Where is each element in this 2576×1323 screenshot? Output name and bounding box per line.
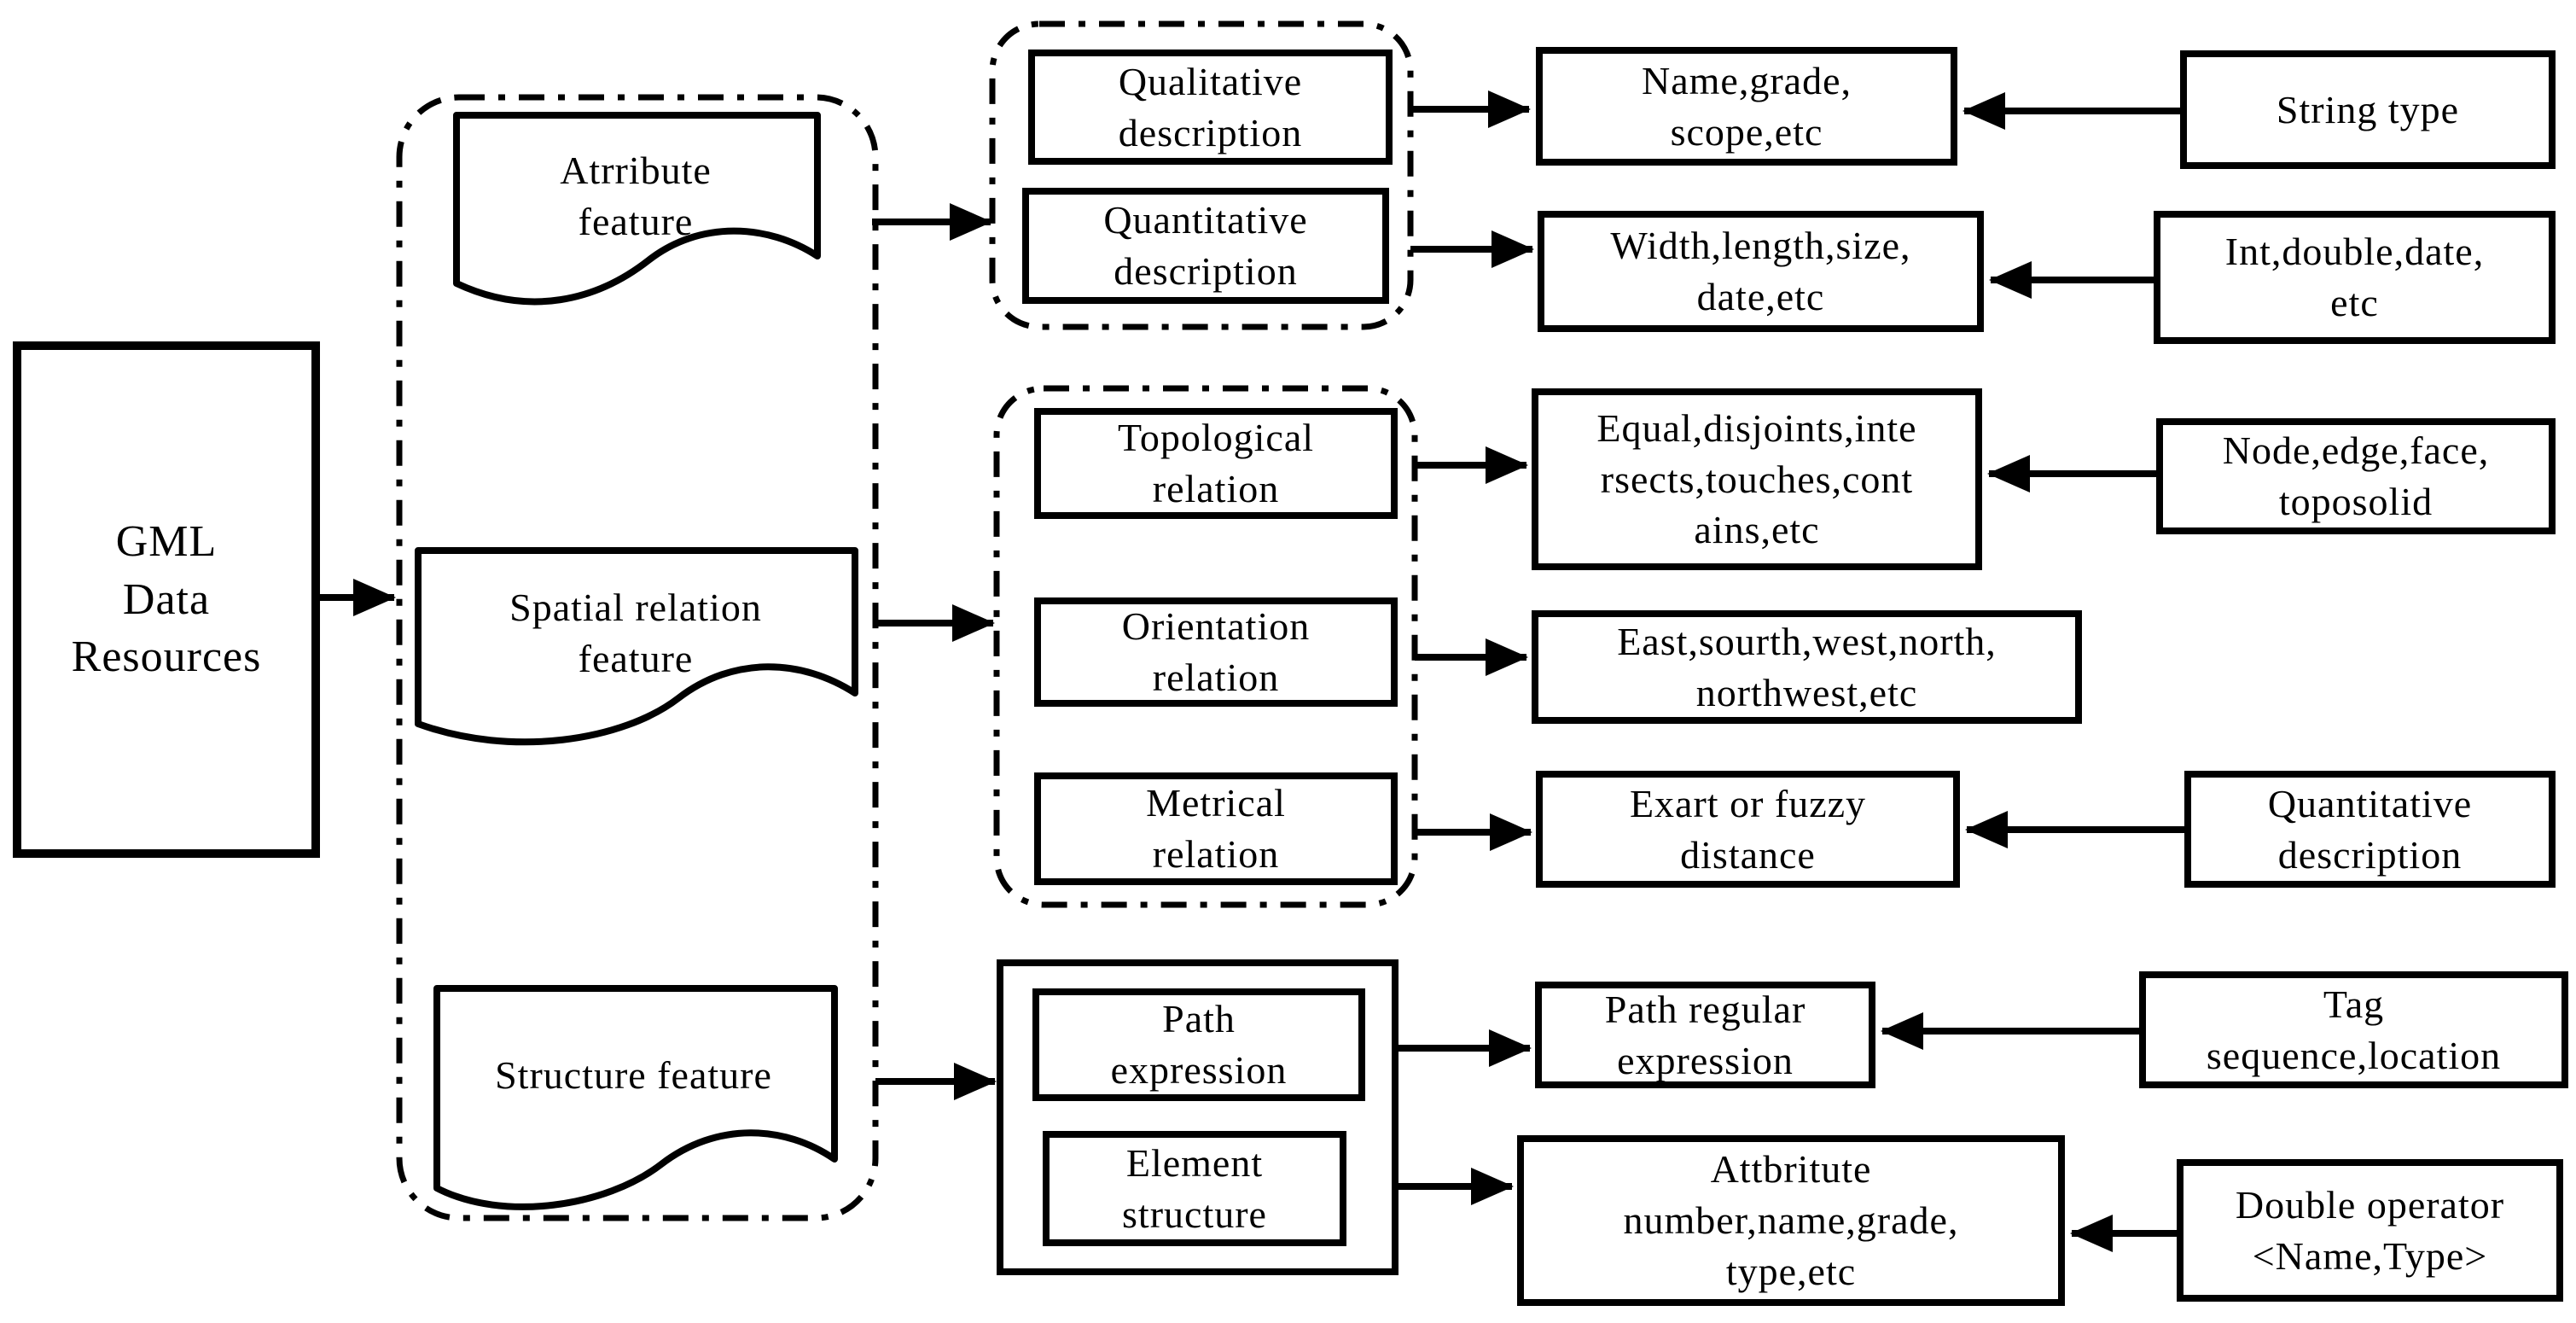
node-gml-data-resources: GML Data Resources [13, 341, 320, 858]
node-topological-relation: Topological relation [1034, 408, 1398, 519]
node-attribute-feature: Atrribute feature [560, 149, 712, 243]
node-exart-or-fuzzy-distance: Exart or fuzzy distance [1536, 771, 1960, 888]
node-attbritute-number-name: Attbritute number,name,grade, type,etc [1517, 1135, 2065, 1306]
structure-container [997, 959, 1398, 1275]
node-structure-feature: Structure feature [495, 1053, 772, 1098]
node-path-regular-expression: Path regular expression [1535, 982, 1875, 1088]
node-equal-disjoints: Equal,disjoints,inte rsects,touches,cont… [1532, 388, 1982, 570]
node-name-grade-scope: Name,grade, scope,etc [1536, 47, 1957, 166]
node-width-length-size: Width,length,size, date,etc [1538, 211, 1984, 332]
spatial-relation-container [993, 385, 1418, 908]
node-spatial-relation-feature: Spatial relation feature [509, 586, 762, 680]
node-string-type: String type [2180, 50, 2556, 169]
node-element-structure: Element structure [1043, 1131, 1346, 1246]
node-double-operator: Double operator <Name,Type> [2177, 1159, 2563, 1302]
node-quantitative-description-right: Quantitative description [2184, 771, 2556, 888]
node-path-expression: Path expression [1032, 988, 1365, 1101]
spatial-feature-shape [415, 547, 858, 746]
node-qualitative-description: Qualitative description [1028, 50, 1393, 165]
node-node-edge-face-toposolid: Node,edge,face, toposolid [2156, 418, 2556, 534]
node-metrical-relation: Metrical relation [1034, 772, 1398, 885]
node-quantitative-description: Quantitative description [1022, 188, 1389, 304]
attribute-feature-shape [453, 112, 821, 306]
node-int-double-date: Int,double,date, etc [2154, 211, 2556, 344]
node-east-sourth-west-north: East,sourth,west,north, northwest,etc [1532, 610, 2082, 724]
attribute-description-container [989, 20, 1414, 330]
node-tag-sequence-location: Tag sequence,location [2139, 971, 2568, 1088]
structure-feature-shape [433, 985, 838, 1210]
node-orientation-relation: Orientation relation [1034, 597, 1398, 707]
